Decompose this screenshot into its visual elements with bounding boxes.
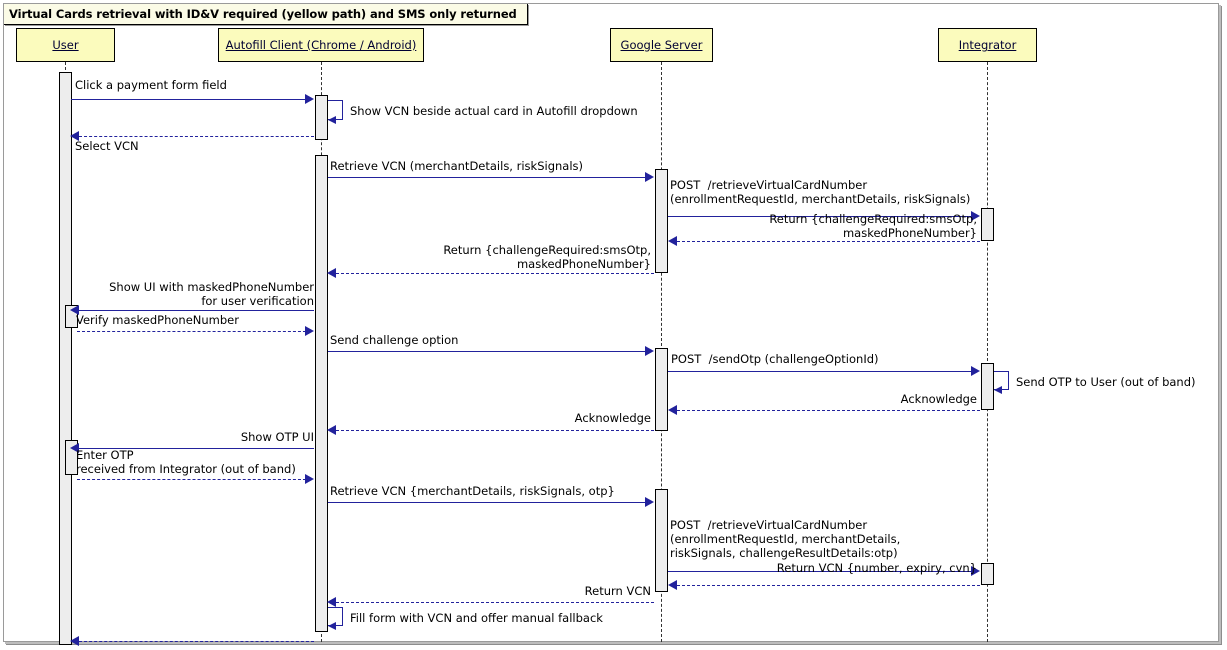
activation-google-1	[655, 169, 668, 273]
activation-autofill-2	[315, 155, 328, 632]
message-line-5	[668, 216, 977, 217]
activation-integrator-3	[981, 563, 994, 585]
participant-autofill-client[interactable]: Autofill Client (Chrome / Android)	[218, 28, 424, 62]
activation-autofill-1	[315, 95, 328, 140]
self-message-arrowhead-2	[328, 116, 336, 124]
message-label-3: Select VCN	[75, 139, 139, 153]
message-label-2: Show VCN beside actual card in Autofill …	[350, 104, 638, 118]
message-arrowhead-17	[645, 497, 654, 507]
message-line-4	[328, 177, 651, 178]
message-line-1	[71, 99, 311, 100]
message-line-22	[79, 641, 314, 642]
message-label-11: POST /sendOtp (challengeOptionId)	[671, 352, 879, 366]
self-message-arrowhead-21	[328, 622, 336, 630]
diagram-title: Virtual Cards retrieval with ID&V requir…	[9, 7, 517, 21]
activation-integrator-2	[981, 363, 994, 410]
message-label-19: Return VCN {number, expiry, cvn}	[776, 561, 977, 575]
message-line-9	[77, 331, 311, 332]
message-label-18: POST /retrieveVirtualCardNumber (enrollm…	[670, 518, 901, 560]
message-line-14	[336, 430, 654, 431]
participant-label-integrator: Integrator	[958, 38, 1017, 52]
message-line-16	[77, 479, 311, 480]
message-arrowhead-10	[645, 346, 654, 356]
participant-user[interactable]: User	[16, 28, 115, 62]
message-line-6	[677, 241, 980, 242]
message-label-14: Acknowledge	[574, 411, 651, 425]
message-label-5: POST /retrieveVirtualCardNumber (enrollm…	[670, 178, 971, 206]
participant-label-user: User	[52, 38, 79, 52]
message-line-8	[79, 310, 314, 311]
message-arrowhead-5	[971, 211, 980, 221]
diagram-frame	[3, 3, 1219, 642]
message-line-10	[328, 351, 651, 352]
message-label-12: Send OTP to User (out of band)	[1016, 375, 1196, 389]
message-arrowhead-6	[668, 236, 677, 246]
activation-google-2	[655, 348, 668, 431]
message-arrowhead-9	[305, 326, 314, 336]
message-arrowhead-7	[327, 268, 336, 278]
message-label-7: Return {challengeRequired:smsOtp, masked…	[443, 243, 651, 271]
message-line-15	[79, 448, 314, 449]
message-arrowhead-16	[305, 474, 314, 484]
message-label-13: Acknowledge	[900, 392, 977, 406]
message-line-19	[677, 585, 980, 586]
message-arrowhead-13	[668, 405, 677, 415]
message-arrowhead-4	[645, 172, 654, 182]
activation-google-3	[655, 489, 668, 592]
message-arrowhead-15	[70, 443, 79, 453]
message-label-17: Retrieve VCN {merchantDetails, riskSigna…	[330, 484, 615, 498]
message-line-20	[336, 602, 654, 603]
message-arrowhead-20	[327, 597, 336, 607]
message-label-16: Enter OTP received from Integrator (out …	[76, 448, 296, 476]
message-line-3	[79, 136, 314, 137]
message-arrowhead-8	[70, 305, 79, 315]
message-line-17	[328, 502, 651, 503]
message-arrowhead-1	[305, 94, 314, 104]
message-arrowhead-18	[971, 566, 980, 576]
participant-label-autofill-client: Autofill Client (Chrome / Android)	[225, 38, 417, 52]
message-label-8: Show UI with maskedPhoneNumber for user …	[109, 280, 314, 308]
message-label-10: Send challenge option	[330, 333, 459, 347]
message-label-9: Verify maskedPhoneNumber	[76, 313, 239, 327]
message-arrowhead-19	[668, 580, 677, 590]
activation-user	[59, 72, 72, 645]
participant-integrator[interactable]: Integrator	[938, 28, 1037, 62]
message-arrowhead-22	[70, 636, 79, 646]
message-arrowhead-3	[70, 131, 79, 141]
participant-label-google-server: Google Server	[620, 38, 703, 52]
message-arrowhead-14	[327, 425, 336, 435]
message-label-15: Show OTP UI	[240, 430, 314, 444]
message-line-7	[336, 273, 654, 274]
self-message-arrowhead-12	[994, 386, 1002, 394]
message-line-18	[668, 571, 977, 572]
participant-google-server[interactable]: Google Server	[610, 28, 713, 62]
message-label-21: Fill form with VCN and offer manual fall…	[350, 611, 603, 625]
message-label-4: Retrieve VCN (merchantDetails, riskSigna…	[330, 159, 583, 173]
diagram-title-box: Virtual Cards retrieval with ID&V requir…	[4, 4, 528, 25]
activation-integrator-1	[981, 208, 994, 241]
message-arrowhead-11	[971, 366, 980, 376]
message-line-11	[668, 371, 977, 372]
lifeline-integrator	[987, 62, 988, 642]
message-label-20: Return VCN	[584, 584, 651, 598]
message-line-13	[677, 410, 980, 411]
message-label-1: Click a payment form field	[75, 78, 227, 92]
message-label-6: Return {challengeRequired:smsOtp, masked…	[769, 212, 977, 240]
